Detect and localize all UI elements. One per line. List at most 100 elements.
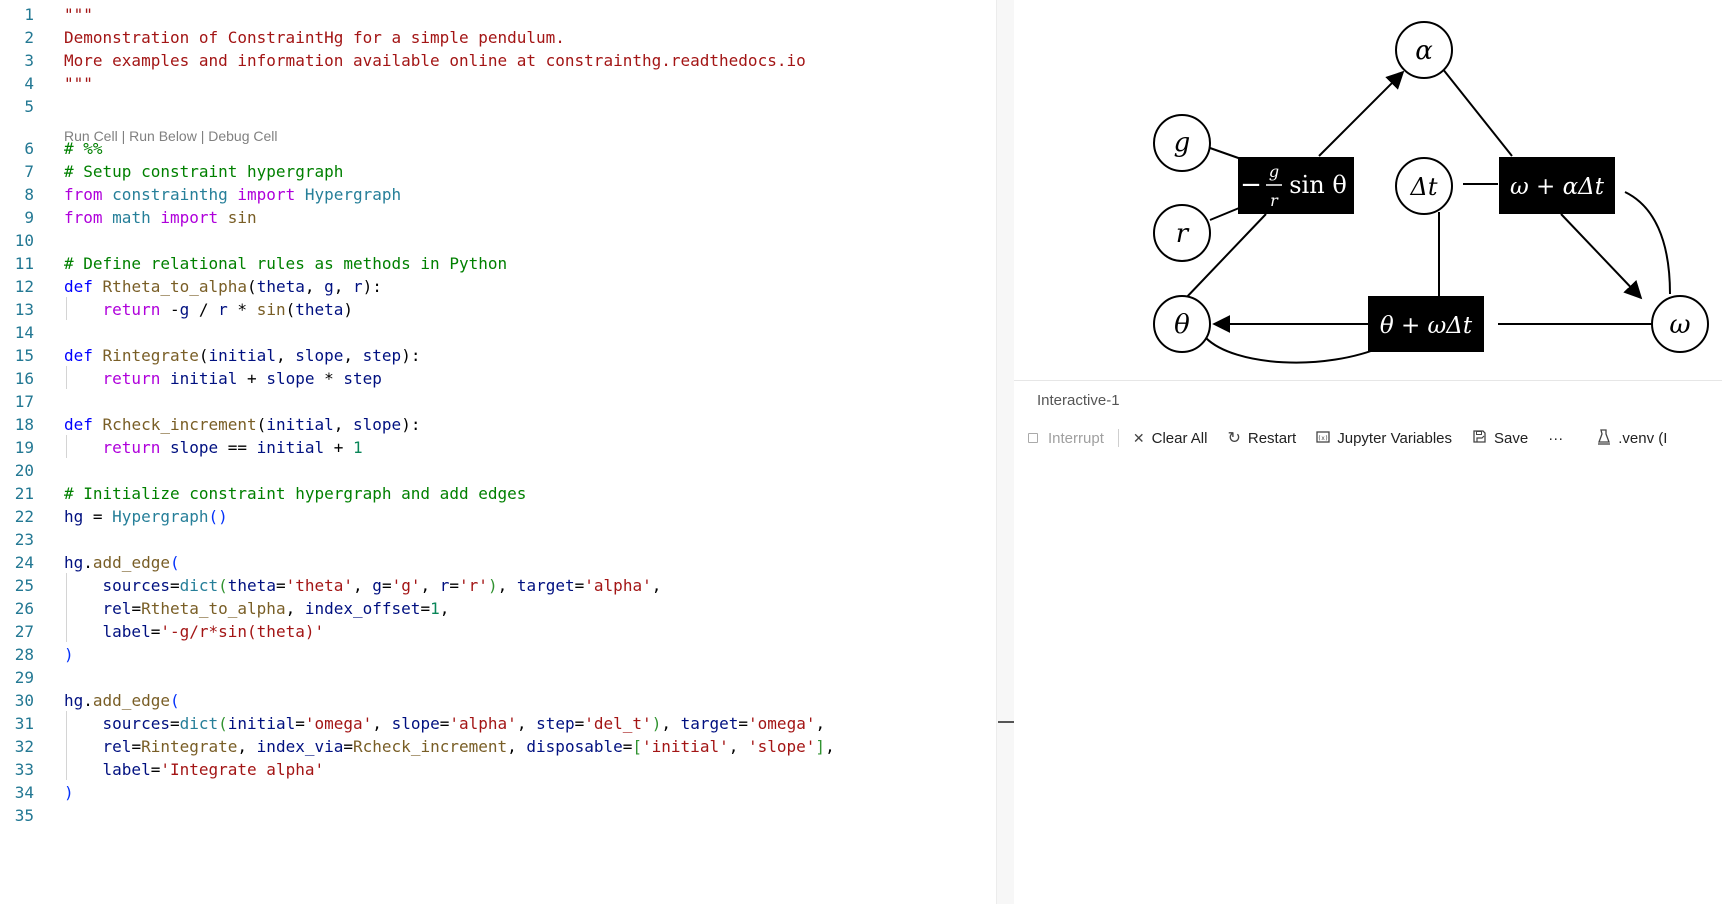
code-text: def Rintegrate(initial, slope, step):: [64, 343, 420, 368]
code-token: ,: [497, 576, 517, 595]
code-text: # Setup constraint hypergraph: [64, 159, 343, 184]
code-token: [218, 208, 228, 227]
line-number: 18: [14, 415, 34, 434]
sin-suffix: sin θ: [1289, 171, 1347, 199]
jupyter-variables-button[interactable]: (x) Jupyter Variables: [1316, 430, 1452, 447]
interrupt-button[interactable]: Interrupt: [1028, 430, 1104, 447]
edge-box-sin: [1238, 157, 1354, 214]
line-number: 9: [24, 208, 34, 227]
line-number: 22: [14, 507, 34, 526]
code-token: [64, 576, 103, 595]
code-token: (: [285, 300, 296, 319]
code-token: """: [64, 5, 93, 24]
debug-cell-link[interactable]: Debug Cell: [208, 128, 278, 144]
code-token: def: [64, 415, 93, 434]
line-number: 3: [24, 51, 34, 70]
code-text: label='Integrate alpha': [64, 757, 325, 782]
code-token: g: [324, 277, 334, 296]
code-token: =: [131, 737, 142, 756]
close-icon: ✕: [1132, 429, 1145, 446]
line-number: 20: [14, 461, 34, 480]
jupyter-variables-label: Jupyter Variables: [1337, 429, 1453, 447]
code-token: g: [179, 300, 190, 319]
edge-theta-int-curve: [1205, 337, 1385, 364]
code-token: ,: [372, 714, 392, 733]
code-token: ,: [285, 599, 305, 618]
code-token: ): [487, 576, 498, 595]
node-theta-label: θ: [1174, 310, 1190, 340]
line-number: 1: [24, 5, 34, 24]
code-token: 1: [430, 599, 440, 618]
code-token: =: [83, 507, 113, 526]
line-number: 10: [14, 231, 34, 250]
code-text: # Initialize constraint hypergraph and a…: [64, 481, 526, 506]
node-dt: [1395, 157, 1453, 215]
code-token: +: [324, 438, 354, 457]
code-token: r: [218, 300, 228, 319]
code-token: import: [237, 185, 296, 204]
edge-alpha-to-omega-int: [1441, 67, 1513, 157]
code-token: =: [738, 714, 749, 733]
code-token: ==: [218, 438, 257, 457]
code-token: Rcheck_increment: [353, 737, 508, 756]
code-text: ): [64, 642, 74, 667]
code-token: hg: [64, 507, 84, 526]
code-token: from: [64, 185, 103, 204]
code-token: label: [102, 760, 151, 779]
code-token: add_edge: [92, 553, 170, 572]
code-token: from: [64, 208, 103, 227]
line-number: 31: [14, 714, 34, 733]
line-number: 8: [24, 185, 34, 204]
editor-splitter[interactable]: [996, 0, 1016, 904]
code-token: # %%: [64, 139, 103, 158]
code-token: def: [64, 346, 93, 365]
code-token: """: [64, 74, 93, 93]
code-token: ): [64, 645, 74, 664]
line-number: 25: [14, 576, 34, 595]
code-token: constrainthg: [112, 185, 228, 204]
code-token: 'del_t': [584, 714, 652, 733]
clear-all-button[interactable]: ✕ Clear All: [1133, 430, 1208, 447]
code-token: slope: [169, 438, 219, 457]
code-token: =: [420, 599, 431, 618]
code-token: slope: [353, 415, 402, 434]
more-actions-button[interactable]: ···: [1548, 430, 1563, 447]
restart-button[interactable]: ↻ Restart: [1227, 428, 1296, 448]
code-token: ): [64, 783, 74, 802]
code-text: hg.add_edge(: [64, 688, 180, 713]
code-text: """: [64, 2, 93, 27]
sin-prefix: −: [1240, 170, 1262, 200]
edge-sin-to-alpha: [1318, 70, 1405, 157]
code-token: [64, 300, 103, 319]
run-cell-link[interactable]: Run Cell: [64, 128, 118, 144]
code-token: Hypergraph: [112, 507, 209, 526]
code-token: [151, 208, 161, 227]
code-text: hg = Hypergraph(): [64, 504, 228, 529]
code-token: 'alpha': [449, 714, 517, 733]
code-token: ,: [343, 346, 363, 365]
code-token: Rtheta_to_alpha: [141, 599, 286, 618]
node-alpha-label: α: [1415, 36, 1433, 66]
code-token: ,: [275, 346, 296, 365]
code-token: ):: [401, 415, 421, 434]
code-token: =: [381, 576, 392, 595]
line-number: 12: [14, 277, 34, 296]
save-button[interactable]: Save: [1472, 429, 1528, 447]
kernel-picker[interactable]: .venv (I: [1597, 428, 1667, 448]
code-token: dict: [179, 714, 219, 733]
code-token: 'r': [459, 576, 488, 595]
code-token: (: [218, 714, 228, 733]
scroll-position-marker: [998, 721, 1014, 723]
code-token: initial: [208, 346, 276, 365]
run-below-link[interactable]: Run Below: [129, 128, 197, 144]
code-token: dict: [179, 576, 219, 595]
code-token: ,: [661, 714, 681, 733]
line-number: 28: [14, 645, 34, 664]
code-token: ):: [401, 346, 421, 365]
line-number: 30: [14, 691, 34, 710]
code-text: return slope == initial + 1: [64, 435, 363, 460]
clear-all-label: Clear All: [1151, 429, 1208, 447]
code-token: [64, 599, 103, 618]
code-text: Demonstration of ConstraintHg for a simp…: [64, 25, 565, 50]
